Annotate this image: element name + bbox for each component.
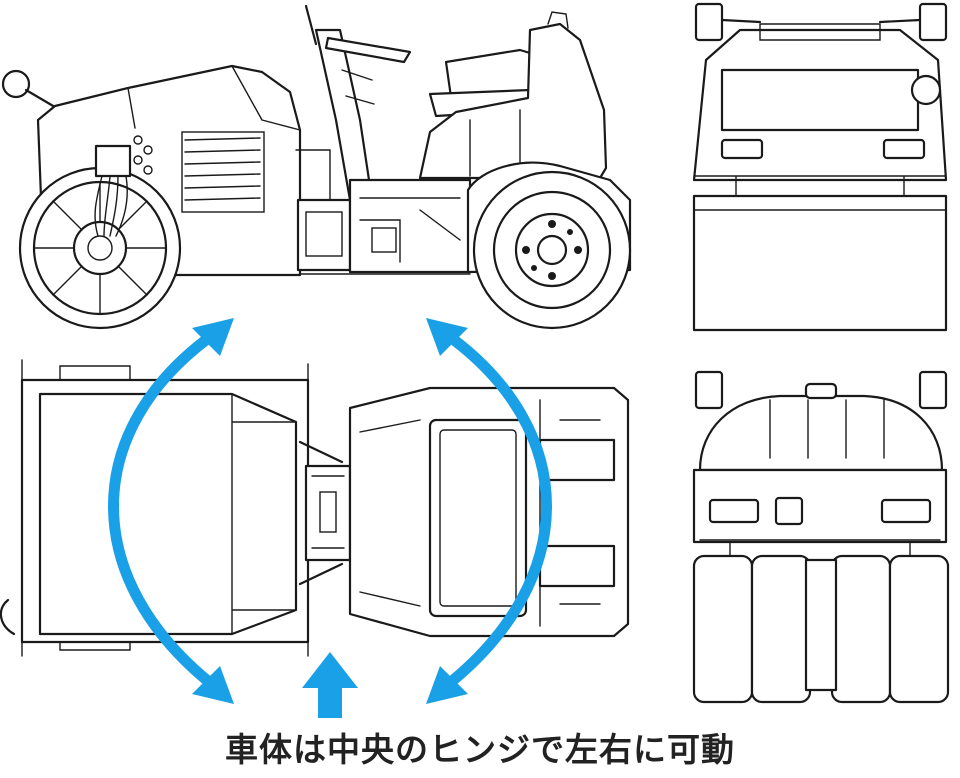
front-view-mirrors xyxy=(694,2,948,42)
top-center-hinge xyxy=(298,440,352,586)
rear-view xyxy=(692,370,950,704)
caption-text: 車体は中央のヒンジで左右に可動 xyxy=(225,730,735,769)
right-arrow-head-top xyxy=(426,318,468,356)
steering-column xyxy=(304,4,412,202)
front-drum xyxy=(18,166,182,330)
rear-tire xyxy=(466,161,632,330)
front-view-drum xyxy=(692,194,948,332)
center-up-arrow xyxy=(302,652,358,718)
left-arrow-head-bottom xyxy=(192,666,234,704)
top-view xyxy=(0,359,630,657)
top-rear-unit xyxy=(348,386,630,638)
hood-louvers xyxy=(181,131,265,213)
platform-frame xyxy=(348,178,472,274)
side-mirror xyxy=(1,69,62,112)
rear-view-mirrors xyxy=(694,370,948,410)
left-arrow-head-top xyxy=(192,318,234,356)
right-curved-double-arrow xyxy=(442,329,552,691)
left-curved-double-arrow xyxy=(108,329,218,691)
front-view xyxy=(692,2,948,332)
hydraulic-hoses xyxy=(94,135,153,237)
top-front-drum xyxy=(0,359,310,657)
rear-view-tires xyxy=(692,554,950,704)
movement-arrows xyxy=(108,318,552,718)
right-arrow-head-bottom xyxy=(426,666,468,704)
center-hinge-side xyxy=(295,149,352,272)
side-view xyxy=(1,4,632,330)
